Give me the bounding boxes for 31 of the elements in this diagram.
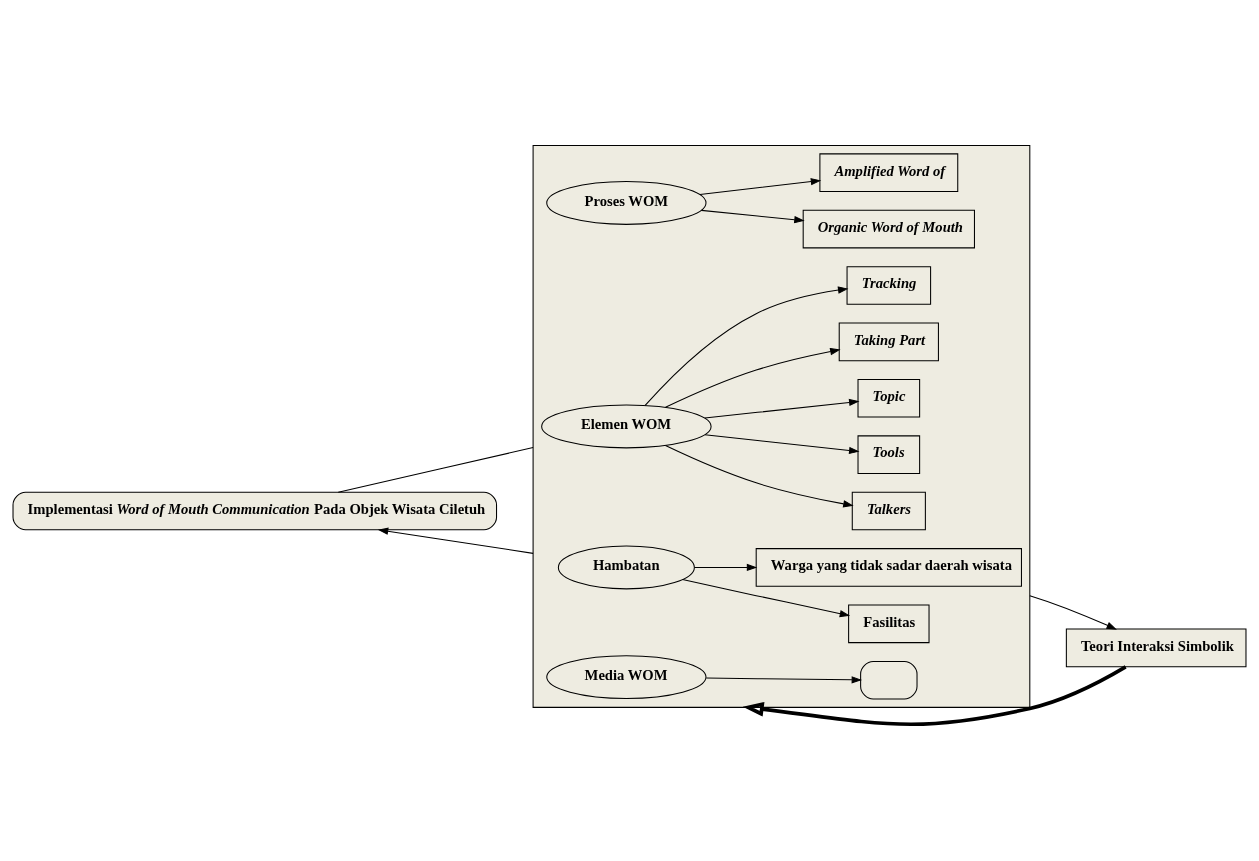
node-box: Organic Word of Mouth <box>802 209 975 248</box>
arrow <box>1029 594 1117 630</box>
arrow <box>700 209 805 223</box>
node-box: Taking Part <box>838 322 939 361</box>
node-box: Fasilitas <box>848 604 930 643</box>
node-box: Topic <box>857 378 921 418</box>
node-box: Teori Interaksi Simbolik <box>1065 628 1247 667</box>
arrow <box>377 527 534 554</box>
cluster <box>532 144 1031 708</box>
connector <box>337 446 534 493</box>
node-ellipse: Media WOM <box>546 654 707 699</box>
arrow <box>682 578 851 617</box>
node-ellipse: Elemen WOM <box>541 404 712 448</box>
arrow <box>665 444 854 507</box>
arrow <box>644 285 849 406</box>
arrow <box>693 563 758 571</box>
arrow <box>704 398 860 419</box>
node-box: Talkers <box>851 491 926 530</box>
arrow <box>704 433 860 454</box>
node-box: Tools <box>857 434 921 474</box>
node-box: Amplified Word of <box>819 152 959 192</box>
arrow <box>742 664 1127 726</box>
arrow <box>665 347 841 408</box>
node-box <box>860 660 918 700</box>
arrow <box>705 675 863 683</box>
node-box: Tracking <box>846 265 932 305</box>
node-box: Warga yang tidak sadar daerah wisata <box>755 547 1022 587</box>
node-ellipse: Hambatan <box>557 545 695 589</box>
node-ellipse: Proses WOM <box>546 180 707 225</box>
arrow <box>699 177 822 195</box>
node-box: Implementasi Word of Mouth Communication Pada Objek Wisata Ciletuh <box>12 491 498 530</box>
